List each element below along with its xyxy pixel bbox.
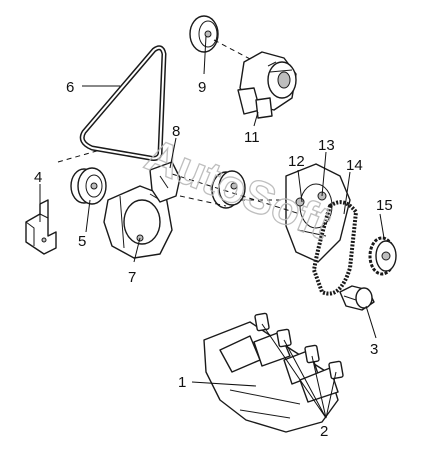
callout-15: 15 xyxy=(376,197,393,214)
callout-5: 5 xyxy=(78,233,86,250)
top-pulley xyxy=(189,15,219,53)
crank-pulley xyxy=(70,167,107,205)
sprocket xyxy=(368,236,397,276)
assembly-line-lower xyxy=(179,195,227,207)
timing-chain xyxy=(312,200,358,296)
leader-lines xyxy=(39,35,385,419)
callout-13: 13 xyxy=(318,137,335,154)
callout-12: 12 xyxy=(288,153,305,170)
assembly-line-middle xyxy=(57,149,301,215)
callout-7: 7 xyxy=(128,269,136,286)
callout-11: 11 xyxy=(244,129,260,146)
callout-3: 3 xyxy=(370,341,378,358)
callout-6: 6 xyxy=(66,79,74,96)
callout-1: 1 xyxy=(178,374,186,391)
drive-belt xyxy=(79,45,167,161)
water-pump xyxy=(237,51,297,119)
exhaust-manifold xyxy=(203,321,339,433)
middle-pulley xyxy=(211,170,246,209)
mounting-bracket xyxy=(25,199,57,255)
small-bracket xyxy=(149,161,181,203)
callout-9: 9 xyxy=(198,79,206,96)
gaskets xyxy=(254,312,344,380)
callout-8: 8 xyxy=(172,123,180,140)
callout-2: 2 xyxy=(320,423,328,440)
pump-housing xyxy=(103,185,173,259)
callout-14: 14 xyxy=(346,157,363,174)
chain-tensioner xyxy=(339,285,375,311)
callout-4: 4 xyxy=(34,169,42,186)
assembly-line-top xyxy=(213,39,253,61)
